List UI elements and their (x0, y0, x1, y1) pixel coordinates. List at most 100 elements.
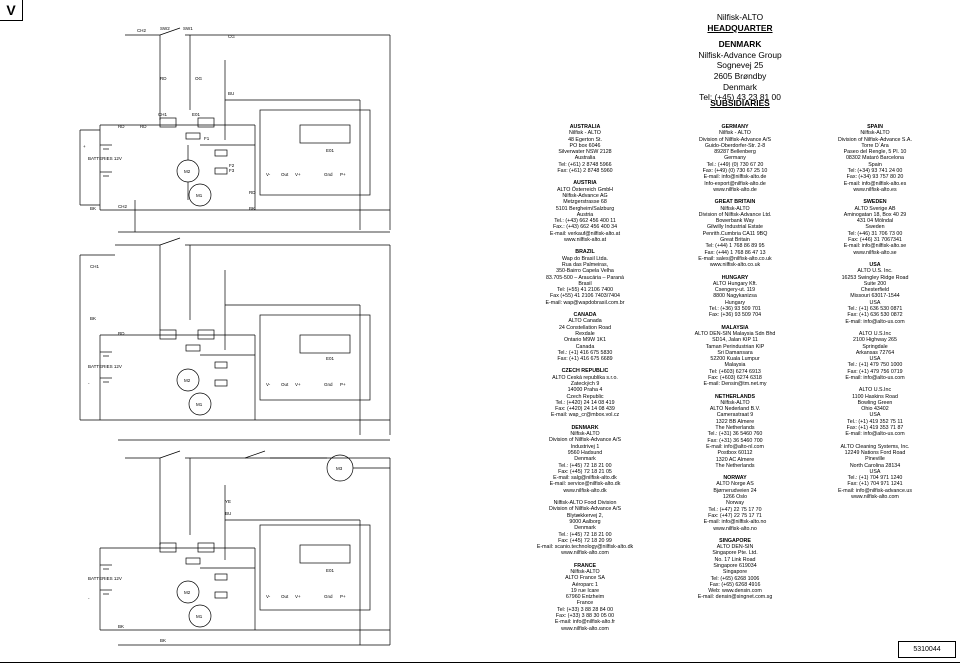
subsidiary-line: www.nilfisk-alto.dk (563, 487, 607, 494)
subsidiary-line: 1322 BB Almere (715, 418, 755, 425)
subsidiary-line: Fax: (+420) 24 14 08 439 (555, 406, 615, 413)
svg-text:RD: RD (249, 190, 256, 195)
subsidiary-line: Chesterfield (860, 287, 890, 294)
subsidiary-line: Fax: (+61) 2 8748 5960 (557, 168, 613, 175)
document-number: 5310044 (898, 641, 956, 658)
svg-text:F2: F2 (229, 163, 235, 168)
subsidiary-line: Tel: (+61) 2 8748 5966 (558, 161, 612, 168)
subsidiary-line: Fax: (+47) 22 75 17 71 (708, 512, 762, 519)
subsidiary-line: E-mail: info@alto-us.com (845, 318, 905, 325)
hq-country: DENMARK (718, 39, 762, 50)
schematic-panel-top (79, 27, 391, 233)
subsidiary-line: Fax: (+46) 31 7067341 (848, 237, 902, 244)
svg-text:RD: RD (160, 76, 167, 81)
subsidiary-line: Nilfisk-ALTO (720, 205, 750, 212)
subsidiary-country: HUNGARY (721, 274, 749, 281)
subsidiary-line: E-mail: service@nilfisk-alto.dk (549, 481, 621, 488)
subsidiary-line: Nilfisk-ALTO (860, 130, 890, 137)
subsidiary-line: Sweden (865, 224, 885, 231)
subsidiary-line: 5101 Bergheim/Salzburg (555, 205, 615, 212)
subsidiary-line: Tel: (+34) 93 741 24 00 (847, 168, 903, 175)
subsidiary-line: 9560 Hadsund (567, 449, 603, 456)
subsidiary-line: ALTO Canada (568, 318, 602, 325)
subsidiary-line: E-mail: wap_cr@mbox.vol.cz (550, 412, 620, 419)
subsidiary-line: www.nilfisk-alto.no (713, 525, 757, 532)
subsidiary-country: AUSTRALIA (569, 124, 601, 130)
subsidiary-line: Zateckých 9 (570, 380, 600, 387)
subsidiary-line: Ohio 43402 (861, 406, 889, 413)
hq-company: Nilfisk-ALTO (716, 12, 764, 22)
subsidiary-line: Nilfisk - ALTO (569, 130, 601, 137)
subsidiary-line: Rua das Palmeiras, (561, 261, 609, 268)
subsidiary-line: USA (869, 412, 881, 419)
label-batteries-3: BATTERIES 12V (88, 576, 122, 581)
subsidiary-country: SPAIN (867, 124, 883, 130)
subsidiary-line: E-mail: densin@singnet.com.sg (697, 594, 773, 601)
subsidiary-country: BRAZIL (575, 249, 595, 256)
svg-text:F1: F1 (204, 136, 210, 141)
subsidiary-line: E-mail: info@alto-us.com (845, 374, 905, 381)
subsidiary-line: ALTO Österreich GmbH (556, 186, 614, 193)
subsidiary-line: www.nilfisk-alto.co.uk (709, 262, 761, 269)
svg-text:P+: P+ (340, 382, 346, 387)
subsidiary-line: Division of Nilfisk-Advance A/S (698, 136, 772, 143)
subsidiary-line: 8800 Nagykanizsa (713, 293, 757, 300)
hq-title: HEADQUARTER (707, 22, 773, 33)
subsidiary-line: Arkansas 72764 (855, 349, 895, 356)
subsidiary-line: E-mail: info@nilfisk-alto.es (843, 180, 907, 187)
subsidiary-line: Metzgerstrasse 68 (563, 199, 607, 206)
svg-text:RD: RD (118, 331, 125, 336)
subsidiary-line: www.nilfisk-alto.se (853, 249, 897, 256)
subsidiary-line: E-mail: info@nilfisk-alto.de (703, 174, 767, 181)
subsidiary-line: Bowling Green (857, 399, 893, 406)
battery-symbol-3 (100, 564, 112, 595)
subsidiary-line: USA (869, 299, 881, 306)
svg-text:M1: M1 (196, 193, 203, 198)
subsidiary-line: ALTO Nederland B.V. (709, 406, 761, 413)
subsidiary-line: Camerastraat 9 (716, 412, 754, 419)
subsidiary-line: 83.705-500 – Araucária – Paraná (545, 274, 625, 281)
subsidiary-line: Tel.: (+1) 419 352 75 11 (847, 418, 903, 425)
svg-text:BU: BU (225, 511, 231, 516)
label-sw1: SW1 (183, 26, 193, 31)
subsidiary-line: Tel: (+33) 3 88 28 84 00 (556, 606, 614, 613)
svg-text:M2: M2 (184, 590, 191, 595)
subsidiary-line: Pineville (865, 456, 885, 463)
subsidiary-line: Taman Perindustrian KIP (705, 343, 765, 350)
subsidiary-line: Csengery-ut. 119 (714, 287, 756, 294)
svg-text:CH1: CH1 (158, 112, 167, 117)
subsidiary-line: Tel.: (+45) 72 18 21 00 (558, 462, 612, 469)
svg-text:CH2: CH2 (118, 204, 127, 209)
subsidiary-line: www.nilfisk-alto.at (563, 237, 607, 244)
subsidiary-line: Ontario M9W 1K1 (563, 337, 607, 344)
subsidiary-line: Suite 200 (863, 280, 887, 287)
svg-text:BK: BK (118, 624, 124, 629)
svg-text:M3: M3 (336, 466, 343, 471)
subsidiary-line: Rexdale (575, 330, 595, 337)
svg-text:M2: M2 (184, 169, 191, 174)
subsidiary-line: Fax: (+65) 6268 4916 (709, 581, 761, 588)
subsidiary-line: France (576, 600, 594, 607)
hq-line: Tel: (+45) 43 23 81 00 (699, 92, 781, 103)
subsidiary-line: Tel.: (+43) 662 456 400 11 (554, 218, 616, 225)
label-batteries-1: BATTERIES 12V (88, 156, 122, 161)
subsidiary-line: 1100 Haskins Road (852, 393, 898, 400)
subsidiary-line: Missouri 63017-1544 (850, 293, 900, 300)
subsidiary-line: E-mail: Densin@tm.net.my (703, 381, 767, 388)
label-ch2: CH2 (137, 28, 146, 33)
subsidiary-country: CZECH REPUBLIC (561, 368, 609, 375)
svg-text:M1: M1 (196, 614, 203, 619)
subsidiary-line: www.nilfisk-alto.es (853, 186, 897, 193)
svg-text:OG: OG (195, 76, 203, 81)
subsidiary-line: Fax.: (+43) 662 456 400 34 (552, 224, 618, 231)
subsidiary-line: 08302 Mataró Barcelona (845, 155, 904, 162)
subsidiary-line: 350-Bairro Capela Velha (556, 268, 614, 275)
battery-symbol-1 (100, 144, 112, 177)
